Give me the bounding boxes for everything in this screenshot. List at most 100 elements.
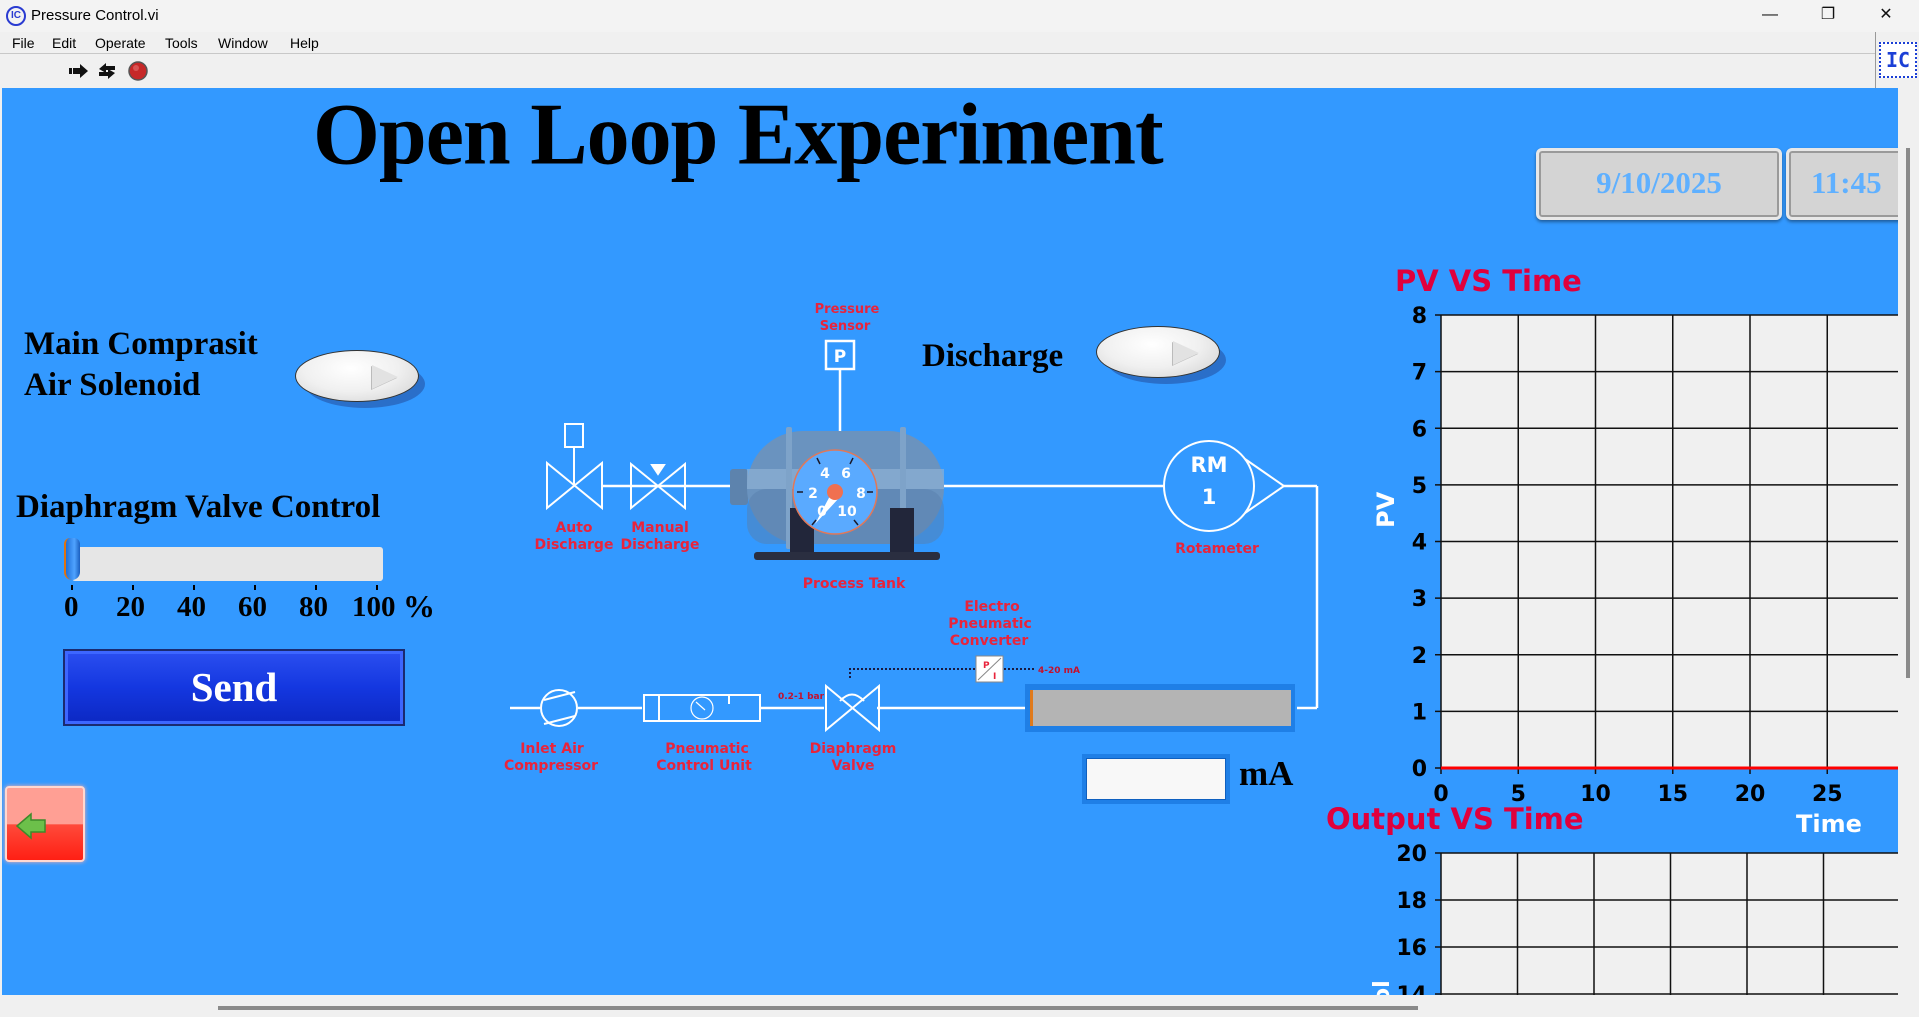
gauge-tick-label: 6 — [841, 466, 851, 482]
pv-xtick-label: 15 — [1657, 782, 1688, 807]
pneumatic-control-unit — [643, 694, 761, 722]
pv-ytick-label: 0 — [1412, 757, 1427, 782]
toggle-arrow-icon — [372, 365, 398, 389]
valve-slider-track[interactable] — [72, 547, 383, 581]
vi-icon-text: IC — [1879, 42, 1917, 78]
horizontal-scrollbar[interactable] — [0, 995, 1900, 1017]
menu-operate[interactable]: Operate — [95, 35, 146, 51]
slider-unit: % — [403, 588, 435, 624]
ep-converter-label: Converter — [950, 633, 1029, 649]
menu-window[interactable]: Window — [218, 35, 268, 51]
manual-discharge-valve[interactable] — [630, 461, 686, 511]
pressure-sensor-label: Sensor — [820, 319, 871, 334]
front-panel: Open Loop Experiment 9/10/2025 11:45 Mai… — [2, 88, 1898, 995]
output-ytick-label: 20 — [1396, 842, 1427, 867]
vi-icon: IC — [1875, 32, 1919, 88]
output-chart-title: Output VS Time — [1326, 802, 1584, 836]
discharge-toggle[interactable] — [1096, 326, 1220, 378]
menu-edit[interactable]: Edit — [52, 35, 77, 51]
output-chart-ylabel: ol — [1370, 980, 1395, 995]
toggle-arrow-icon — [1173, 341, 1199, 365]
sensor-symbol: P — [834, 347, 846, 367]
abort-stop-icon — [128, 61, 148, 81]
valve-control-label: Diaphragm Valve Control — [16, 489, 381, 525]
pv-chart-title: PV VS Time — [1395, 264, 1582, 298]
send-button[interactable]: Send — [63, 649, 405, 726]
run-continuously-icon — [99, 63, 115, 79]
horizontal-scroll-thumb[interactable] — [218, 1006, 1418, 1010]
inlet-compressor-label: Compressor — [504, 758, 598, 774]
process-diagram: P Pressure Sensor Auto Discharge Manual … — [504, 302, 1319, 774]
rotameter-label: Rotameter — [1175, 541, 1259, 557]
pv-xtick-label: 20 — [1735, 782, 1766, 807]
slider-tick — [193, 585, 195, 590]
slider-tick — [71, 585, 73, 590]
minimize-button[interactable]: — — [1762, 6, 1778, 23]
solenoid-label-line1: Main Comprasit — [24, 326, 258, 362]
slider-tick-label: 60 — [238, 591, 267, 623]
pv-xtick-label: 10 — [1580, 782, 1611, 807]
ep-symbol-p: P — [983, 661, 990, 671]
manual-discharge-label: Discharge — [621, 537, 700, 553]
slider-tick — [315, 585, 317, 590]
pv-ytick-label: 7 — [1412, 361, 1427, 386]
pneumatic-unit-label: Pneumatic — [665, 741, 749, 757]
rotameter-symbol: RM — [1190, 453, 1227, 477]
manual-discharge-label: Manual — [631, 520, 689, 536]
ep-converter-label: Electro — [964, 599, 1020, 615]
slider-tick-label: 40 — [177, 591, 206, 623]
menu-tools[interactable]: Tools — [165, 35, 198, 51]
inlet-compressor — [540, 689, 578, 727]
output-plot-area — [1441, 853, 1898, 995]
run-continuously-button[interactable] — [96, 61, 118, 81]
ep-converter-label: Pneumatic — [948, 616, 1032, 632]
gauge-hub — [827, 484, 843, 500]
run-arrow-icon — [69, 64, 88, 78]
valve-slider-thumb[interactable] — [64, 538, 80, 580]
slider-tick-label: 0 — [64, 591, 79, 623]
diaphragm-valve — [825, 683, 880, 733]
inlet-compressor-label: Inlet Air — [520, 741, 584, 757]
auto-discharge-valve[interactable] — [546, 423, 603, 511]
output-current-bar — [1025, 684, 1295, 732]
close-button[interactable]: ✕ — [1879, 6, 1893, 23]
app-logo-icon: IC — [6, 6, 26, 26]
current-unit-label: mA — [1239, 754, 1294, 793]
abort-button[interactable] — [127, 61, 149, 81]
restore-button[interactable]: ❐ — [1820, 6, 1836, 23]
diaphragm-valve-label: Diaphragm — [810, 741, 897, 757]
ep-converter: P I — [975, 655, 1004, 683]
pv-ytick-label: 4 — [1412, 531, 1427, 556]
pv-chart-xlabel: Time — [1796, 810, 1862, 838]
current-readout — [1082, 754, 1230, 804]
slider-tick-label: 20 — [116, 591, 145, 623]
auto-discharge-label: Discharge — [535, 537, 614, 553]
slider-tick — [132, 585, 134, 590]
output-ytick-label: 18 — [1396, 889, 1427, 914]
menu-help[interactable]: Help — [290, 35, 319, 51]
date-display: 9/10/2025 — [1536, 148, 1782, 220]
page-title: Open Loop Experiment — [313, 88, 1164, 183]
signal-range-label: 4-20 mA — [1038, 666, 1080, 676]
toolbar — [0, 55, 1878, 88]
vertical-scroll-thumb[interactable] — [1906, 148, 1910, 678]
pv-ytick-label: 2 — [1412, 644, 1427, 669]
process-tank-label: Process Tank — [803, 576, 906, 592]
back-arrow-icon — [15, 812, 46, 840]
solenoid-label-line2: Air Solenoid — [24, 367, 201, 403]
pv-ytick-label: 5 — [1412, 474, 1427, 499]
menu-file[interactable]: File — [12, 35, 35, 51]
pressure-sensor: P — [824, 339, 856, 371]
vertical-scrollbar[interactable] — [1898, 88, 1919, 1017]
pneumatic-unit-label: Control Unit — [656, 758, 752, 774]
auto-discharge-label: Auto — [555, 520, 592, 536]
pressure-sensor-label: Pressure — [815, 302, 880, 317]
slider-tick — [254, 585, 256, 590]
slider-tick — [376, 585, 378, 590]
gauge-tick-label: 8 — [856, 486, 866, 502]
back-button[interactable] — [5, 786, 85, 862]
current-value-field — [1086, 758, 1226, 800]
gauge-tick-label: 4 — [820, 466, 830, 482]
solenoid-toggle[interactable] — [295, 350, 419, 402]
run-button[interactable] — [68, 61, 90, 81]
